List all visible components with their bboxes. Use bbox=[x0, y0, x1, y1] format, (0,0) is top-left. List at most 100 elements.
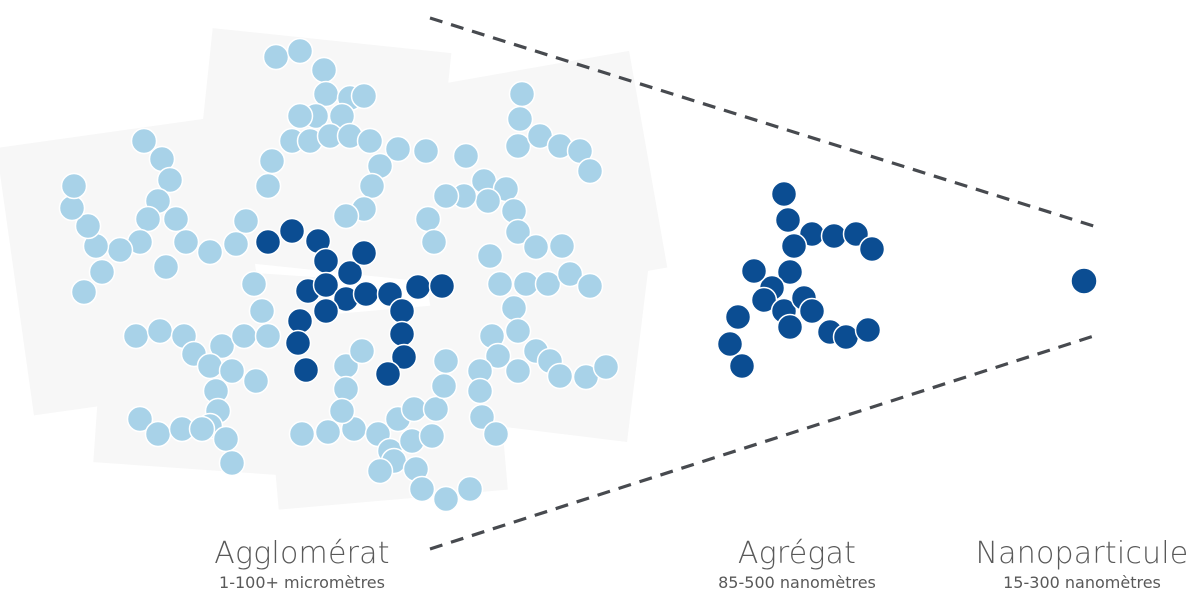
light-particle bbox=[350, 82, 378, 110]
light-particle bbox=[88, 258, 116, 286]
light-particle bbox=[504, 132, 532, 160]
aggregate-particle bbox=[854, 316, 882, 344]
dark-particle bbox=[254, 228, 282, 256]
nanoparticle bbox=[1070, 267, 1098, 295]
nanoparticle-label: Nanoparticule 15-300 nanomètres bbox=[962, 537, 1202, 594]
light-particle bbox=[432, 485, 460, 513]
light-particle bbox=[122, 322, 150, 350]
light-particle bbox=[452, 142, 480, 170]
dark-particle bbox=[390, 343, 418, 371]
light-particle bbox=[500, 294, 528, 322]
light-particle bbox=[240, 270, 268, 298]
light-particle bbox=[328, 397, 356, 425]
light-particle bbox=[358, 172, 386, 200]
aggregate-particle bbox=[740, 257, 768, 285]
light-particle bbox=[152, 253, 180, 281]
light-particle bbox=[504, 317, 532, 345]
light-particle bbox=[356, 127, 384, 155]
light-particle bbox=[430, 372, 458, 400]
light-particle bbox=[486, 270, 514, 298]
light-particle bbox=[484, 342, 512, 370]
light-particle bbox=[576, 157, 604, 185]
dark-particle bbox=[284, 329, 312, 357]
light-particle bbox=[418, 422, 446, 450]
light-particle bbox=[146, 317, 174, 345]
light-particle bbox=[60, 172, 88, 200]
zoom-lines bbox=[429, 16, 1101, 551]
aggregate-particle bbox=[776, 258, 804, 286]
light-particle bbox=[58, 194, 86, 222]
light-particle bbox=[332, 202, 360, 230]
nanoparticle-size-range: 15-300 nanomètres bbox=[1003, 573, 1161, 592]
dark-particle bbox=[312, 271, 340, 299]
light-particle bbox=[420, 228, 448, 256]
agglomerate-label: Agglomérat 1-100+ micromètres bbox=[182, 537, 422, 594]
aggregate-name: Agrégat bbox=[737, 536, 857, 571]
light-particle bbox=[504, 218, 532, 246]
light-particle bbox=[212, 425, 240, 453]
light-particle bbox=[348, 337, 376, 365]
dark-particle bbox=[286, 307, 314, 335]
dark-particle bbox=[336, 259, 364, 287]
light-particle bbox=[232, 207, 260, 235]
light-particle bbox=[156, 166, 184, 194]
light-particle bbox=[74, 212, 102, 240]
light-particle bbox=[288, 420, 316, 448]
light-particle bbox=[242, 367, 270, 395]
dark-particle bbox=[292, 356, 320, 384]
light-particle bbox=[332, 375, 360, 403]
light-particle bbox=[592, 353, 620, 381]
light-particle bbox=[196, 238, 224, 266]
light-particle bbox=[576, 272, 604, 300]
aggregate-particle bbox=[728, 352, 756, 380]
dark-particle bbox=[312, 247, 340, 275]
light-particle bbox=[254, 322, 282, 350]
dark-particle bbox=[388, 320, 416, 348]
nanoparticle-name: Nanoparticule bbox=[975, 536, 1189, 571]
light-particle bbox=[172, 228, 200, 256]
aggregate-particle bbox=[774, 206, 802, 234]
dark-particle bbox=[428, 272, 456, 300]
light-particle bbox=[508, 80, 536, 108]
light-particle bbox=[408, 475, 436, 503]
agglomerate-dark-particles bbox=[254, 217, 456, 388]
light-particle bbox=[286, 37, 314, 65]
zoom-line-lower bbox=[429, 332, 1101, 551]
aggregate-particle bbox=[724, 303, 752, 331]
light-particle bbox=[466, 377, 494, 405]
aggregate-particle bbox=[858, 235, 886, 263]
light-particle bbox=[366, 457, 394, 485]
light-particle bbox=[208, 332, 236, 360]
dark-particle bbox=[352, 280, 380, 308]
aggregate-particle bbox=[798, 297, 826, 325]
light-particle bbox=[414, 205, 442, 233]
light-particle bbox=[222, 230, 250, 258]
light-particle bbox=[468, 403, 496, 431]
agglomerate-light-particles bbox=[58, 37, 620, 513]
light-particle bbox=[126, 405, 154, 433]
light-particle bbox=[432, 347, 460, 375]
aggregate-particle bbox=[832, 323, 860, 351]
light-particle bbox=[218, 357, 246, 385]
light-particle bbox=[162, 205, 190, 233]
light-particle bbox=[254, 172, 282, 200]
aggregate-particles bbox=[716, 180, 886, 380]
light-particle bbox=[248, 297, 276, 325]
light-particle bbox=[476, 242, 504, 270]
light-particle bbox=[258, 147, 286, 175]
light-particle bbox=[106, 236, 134, 264]
light-particle bbox=[482, 420, 510, 448]
light-particle bbox=[144, 420, 172, 448]
dark-particle bbox=[388, 297, 416, 325]
aggregate-size-range: 85-500 nanomètres bbox=[718, 573, 876, 592]
aggregate-label: Agrégat 85-500 nanomètres bbox=[687, 537, 907, 594]
dark-particle bbox=[404, 273, 432, 301]
agglomerate-size-range: 1-100+ micromètres bbox=[219, 573, 385, 592]
light-particle bbox=[506, 105, 534, 133]
light-particle bbox=[218, 449, 246, 477]
light-particle bbox=[70, 278, 98, 306]
light-particle bbox=[314, 418, 342, 446]
light-particle bbox=[548, 232, 576, 260]
aggregate-particle bbox=[820, 222, 848, 250]
